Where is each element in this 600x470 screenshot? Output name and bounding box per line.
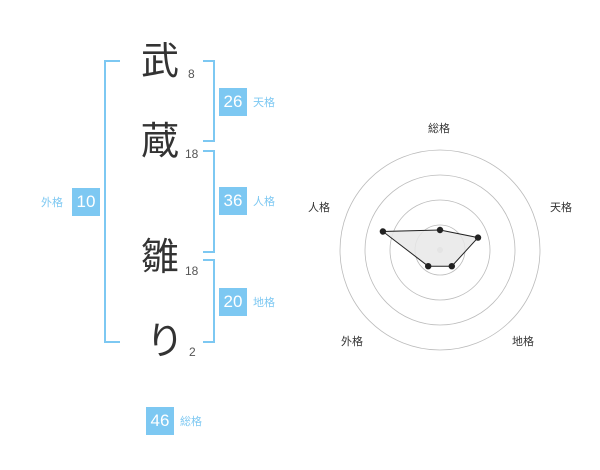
radar-chart-svg bbox=[339, 149, 541, 351]
name-char-4: り bbox=[146, 319, 185, 363]
radar-point-4 bbox=[425, 263, 432, 270]
gaikaku-value: 10 bbox=[72, 188, 100, 216]
radar-grid-ring-4 bbox=[339, 149, 541, 351]
stroke-count-2: 18 bbox=[185, 147, 199, 161]
radar-label-chikaku: 地格 bbox=[512, 335, 534, 348]
tenkaku-value: 26 bbox=[219, 88, 247, 116]
radar-label-gaikaku: 外格 bbox=[341, 335, 363, 348]
chikaku-label: 地格 bbox=[253, 296, 275, 309]
radar-grid-ring-3 bbox=[364, 174, 516, 326]
radar-point-1 bbox=[436, 226, 444, 234]
name-char-2: 蔵 bbox=[141, 119, 180, 163]
gaikaku-bracket bbox=[104, 60, 120, 343]
radar-label-soukaku: 総格 bbox=[428, 122, 450, 135]
radar-chart bbox=[300, 100, 600, 400]
name-char-1: 武 bbox=[141, 39, 180, 83]
radar-point-2 bbox=[474, 234, 482, 241]
tenkaku-bracket bbox=[203, 60, 215, 142]
radar-label-jinkaku: 人格 bbox=[308, 201, 330, 214]
chikaku-value: 20 bbox=[219, 288, 247, 316]
jinkaku-label: 人格 bbox=[253, 195, 275, 208]
soukaku-label: 総格 bbox=[180, 415, 202, 428]
gaikaku-label: 外格 bbox=[41, 196, 63, 209]
radar-label-tenkaku: 天格 bbox=[550, 201, 572, 214]
tenkaku-label: 天格 bbox=[253, 96, 275, 109]
radar-data-polygon bbox=[381, 229, 479, 267]
radar-point-5 bbox=[379, 228, 387, 235]
jinkaku-bracket bbox=[203, 150, 215, 253]
stroke-count-1: 8 bbox=[188, 67, 195, 81]
chikaku-bracket bbox=[203, 259, 215, 343]
soukaku-value: 46 bbox=[146, 407, 174, 435]
radar-point-3 bbox=[448, 263, 455, 270]
jinkaku-value: 36 bbox=[219, 187, 247, 215]
radar-grid-ring-2 bbox=[389, 199, 491, 301]
stroke-count-4: 2 bbox=[189, 345, 196, 359]
name-char-3: 雛 bbox=[141, 235, 180, 279]
stroke-count-3: 18 bbox=[185, 264, 199, 278]
